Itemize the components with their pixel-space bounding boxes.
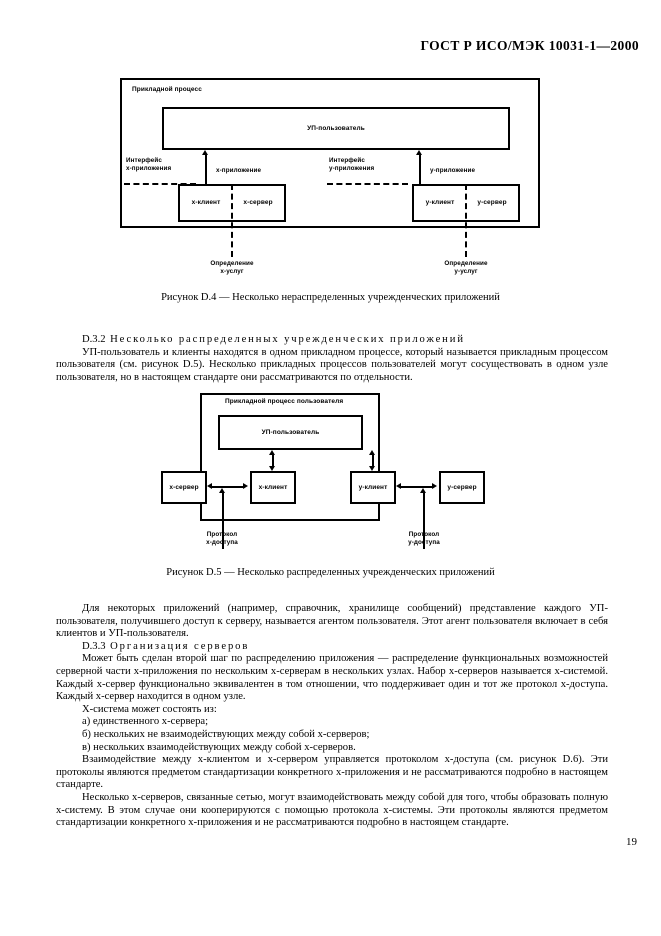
x-access-link-line	[212, 486, 245, 488]
x-access-arrow-left	[207, 483, 212, 489]
x-protocol-callout-arrow	[219, 488, 225, 493]
y-client-connector-arrow-down-d5	[369, 466, 375, 471]
x-application-label: x-приложение	[216, 167, 262, 174]
y-client-label-d5: y-клиент	[358, 483, 388, 491]
section-d33-paragraph-1: Может быть сделан второй шаг по распреде…	[56, 653, 608, 703]
x-service-dashed-line	[231, 184, 233, 257]
figure-d5-caption: Рисунок D.5 — Несколько распределенных у…	[166, 567, 495, 578]
page-number: 19	[626, 836, 637, 848]
y-interface-dashed-line	[327, 183, 408, 185]
x-access-arrow-right	[243, 483, 248, 489]
application-process-title: Прикладной процесс	[132, 86, 202, 93]
section-d33-heading: D.3.3 Организация серверов	[56, 641, 608, 654]
x-server-box: x-сервер	[232, 184, 286, 222]
y-protocol-callout-line	[423, 492, 425, 549]
y-server-box: y-сервер	[466, 184, 520, 222]
section-d32-paragraph: УП-пользователь и клиенты находятся в од…	[56, 346, 608, 383]
up-user-label-d5: УП-пользователь	[261, 428, 320, 436]
x-client-connector-arrow-down-d5	[269, 466, 275, 471]
figure-d4-canvas: Прикладной процесс УП-пользователь Интер…	[120, 78, 540, 283]
up-user-box-d5: УП-пользователь	[218, 415, 363, 450]
y-access-arrow-left	[396, 483, 401, 489]
section-d32-number: D.3.2	[82, 334, 106, 345]
x-client-box: x-клиент	[178, 184, 232, 222]
up-user-box: УП-пользователь	[162, 107, 510, 150]
x-server-label: x-сервер	[243, 199, 273, 207]
x-interface-dashed-line	[124, 183, 196, 185]
section-d33-list-intro: X-система может состоять из:	[82, 703, 217, 715]
x-service-definition-label: Определение x-услуг	[210, 260, 254, 275]
x-client-label: x-клиент	[191, 199, 221, 207]
figure-d4: Прикладной процесс УП-пользователь Интер…	[120, 78, 540, 283]
user-application-process-title: Прикладной процесс пользователя	[225, 398, 344, 405]
list-item: а) единственного x-сервера;	[82, 716, 209, 728]
y-server-box-d5: y-сервер	[439, 471, 485, 504]
y-application-interface-label: Интерфейс y-приложения	[329, 157, 375, 172]
section-d32: D.3.2 Несколько распределенных учрежденч…	[56, 334, 608, 384]
y-access-arrow-right	[432, 483, 437, 489]
x-client-box-d5: x-клиент	[250, 471, 296, 504]
y-connector-line	[419, 154, 421, 188]
y-client-connector-arrow-up-d5	[369, 450, 375, 455]
y-service-definition-label: Определение y-услуг	[444, 260, 488, 275]
section-d32-heading: D.3.2 Несколько распределенных учрежденч…	[56, 334, 608, 347]
section-d33-number: D.3.3	[82, 640, 106, 652]
main-body-text: Для некоторых приложений (например, спра…	[56, 603, 608, 830]
y-client-box-d5: y-клиент	[350, 471, 396, 504]
x-client-connector-line-d5	[272, 454, 274, 468]
y-client-connector-line-d5	[372, 454, 374, 468]
section-d33-title: Организация серверов	[110, 640, 250, 652]
y-access-protocol-label: Протокол y-доступа	[408, 531, 440, 546]
figure-d5-canvas: Прикладной процесс пользователя УП-польз…	[155, 393, 505, 558]
section-d32-title: Несколько распределенных учрежденческих …	[110, 334, 465, 345]
section-d33-paragraph-2: Взаимодействие между x-клиентом и x-серв…	[56, 754, 608, 791]
agent-paragraph: Для некоторых приложений (например, спра…	[56, 603, 608, 640]
y-client-box: y-клиент	[412, 184, 466, 222]
x-client-connector-arrow-up-d5	[269, 450, 275, 455]
document-header-standard-id: ГОСТ Р ИСО/МЭК 10031-1—2000	[420, 38, 639, 53]
x-application-interface-label: Интерфейс x-приложения	[126, 157, 172, 172]
y-server-label-d5: y-сервер	[447, 483, 477, 491]
y-connector-arrow-up	[416, 150, 422, 155]
figure-d5: Прикладной процесс пользователя УП-польз…	[155, 393, 505, 558]
x-connector-arrow-up	[202, 150, 208, 155]
x-client-label-d5: x-клиент	[258, 483, 288, 491]
figure-d4-caption: Рисунок D.4 — Несколько нераспределенных…	[161, 292, 500, 303]
up-user-label: УП-пользователь	[307, 124, 365, 132]
x-connector-line	[205, 154, 207, 188]
list-item: в) нескольких взаимодействующих между со…	[82, 741, 356, 753]
y-protocol-callout-arrow	[420, 488, 426, 493]
y-client-label: y-клиент	[425, 199, 455, 207]
list-item: б) нескольких не взаимодействующих между…	[82, 728, 370, 740]
y-service-dashed-line	[465, 184, 467, 257]
y-application-label: y-приложение	[430, 167, 476, 174]
x-protocol-callout-line	[222, 492, 224, 549]
x-server-label-d5: x-сервер	[169, 483, 199, 491]
x-server-box-d5: x-сервер	[161, 471, 207, 504]
x-access-protocol-label: Протокол x-доступа	[206, 531, 238, 546]
section-d33-paragraph-3: Несколько x-серверов, связанные сетью, м…	[56, 791, 608, 829]
y-server-label: y-сервер	[477, 199, 507, 207]
y-access-link-line	[401, 486, 434, 488]
